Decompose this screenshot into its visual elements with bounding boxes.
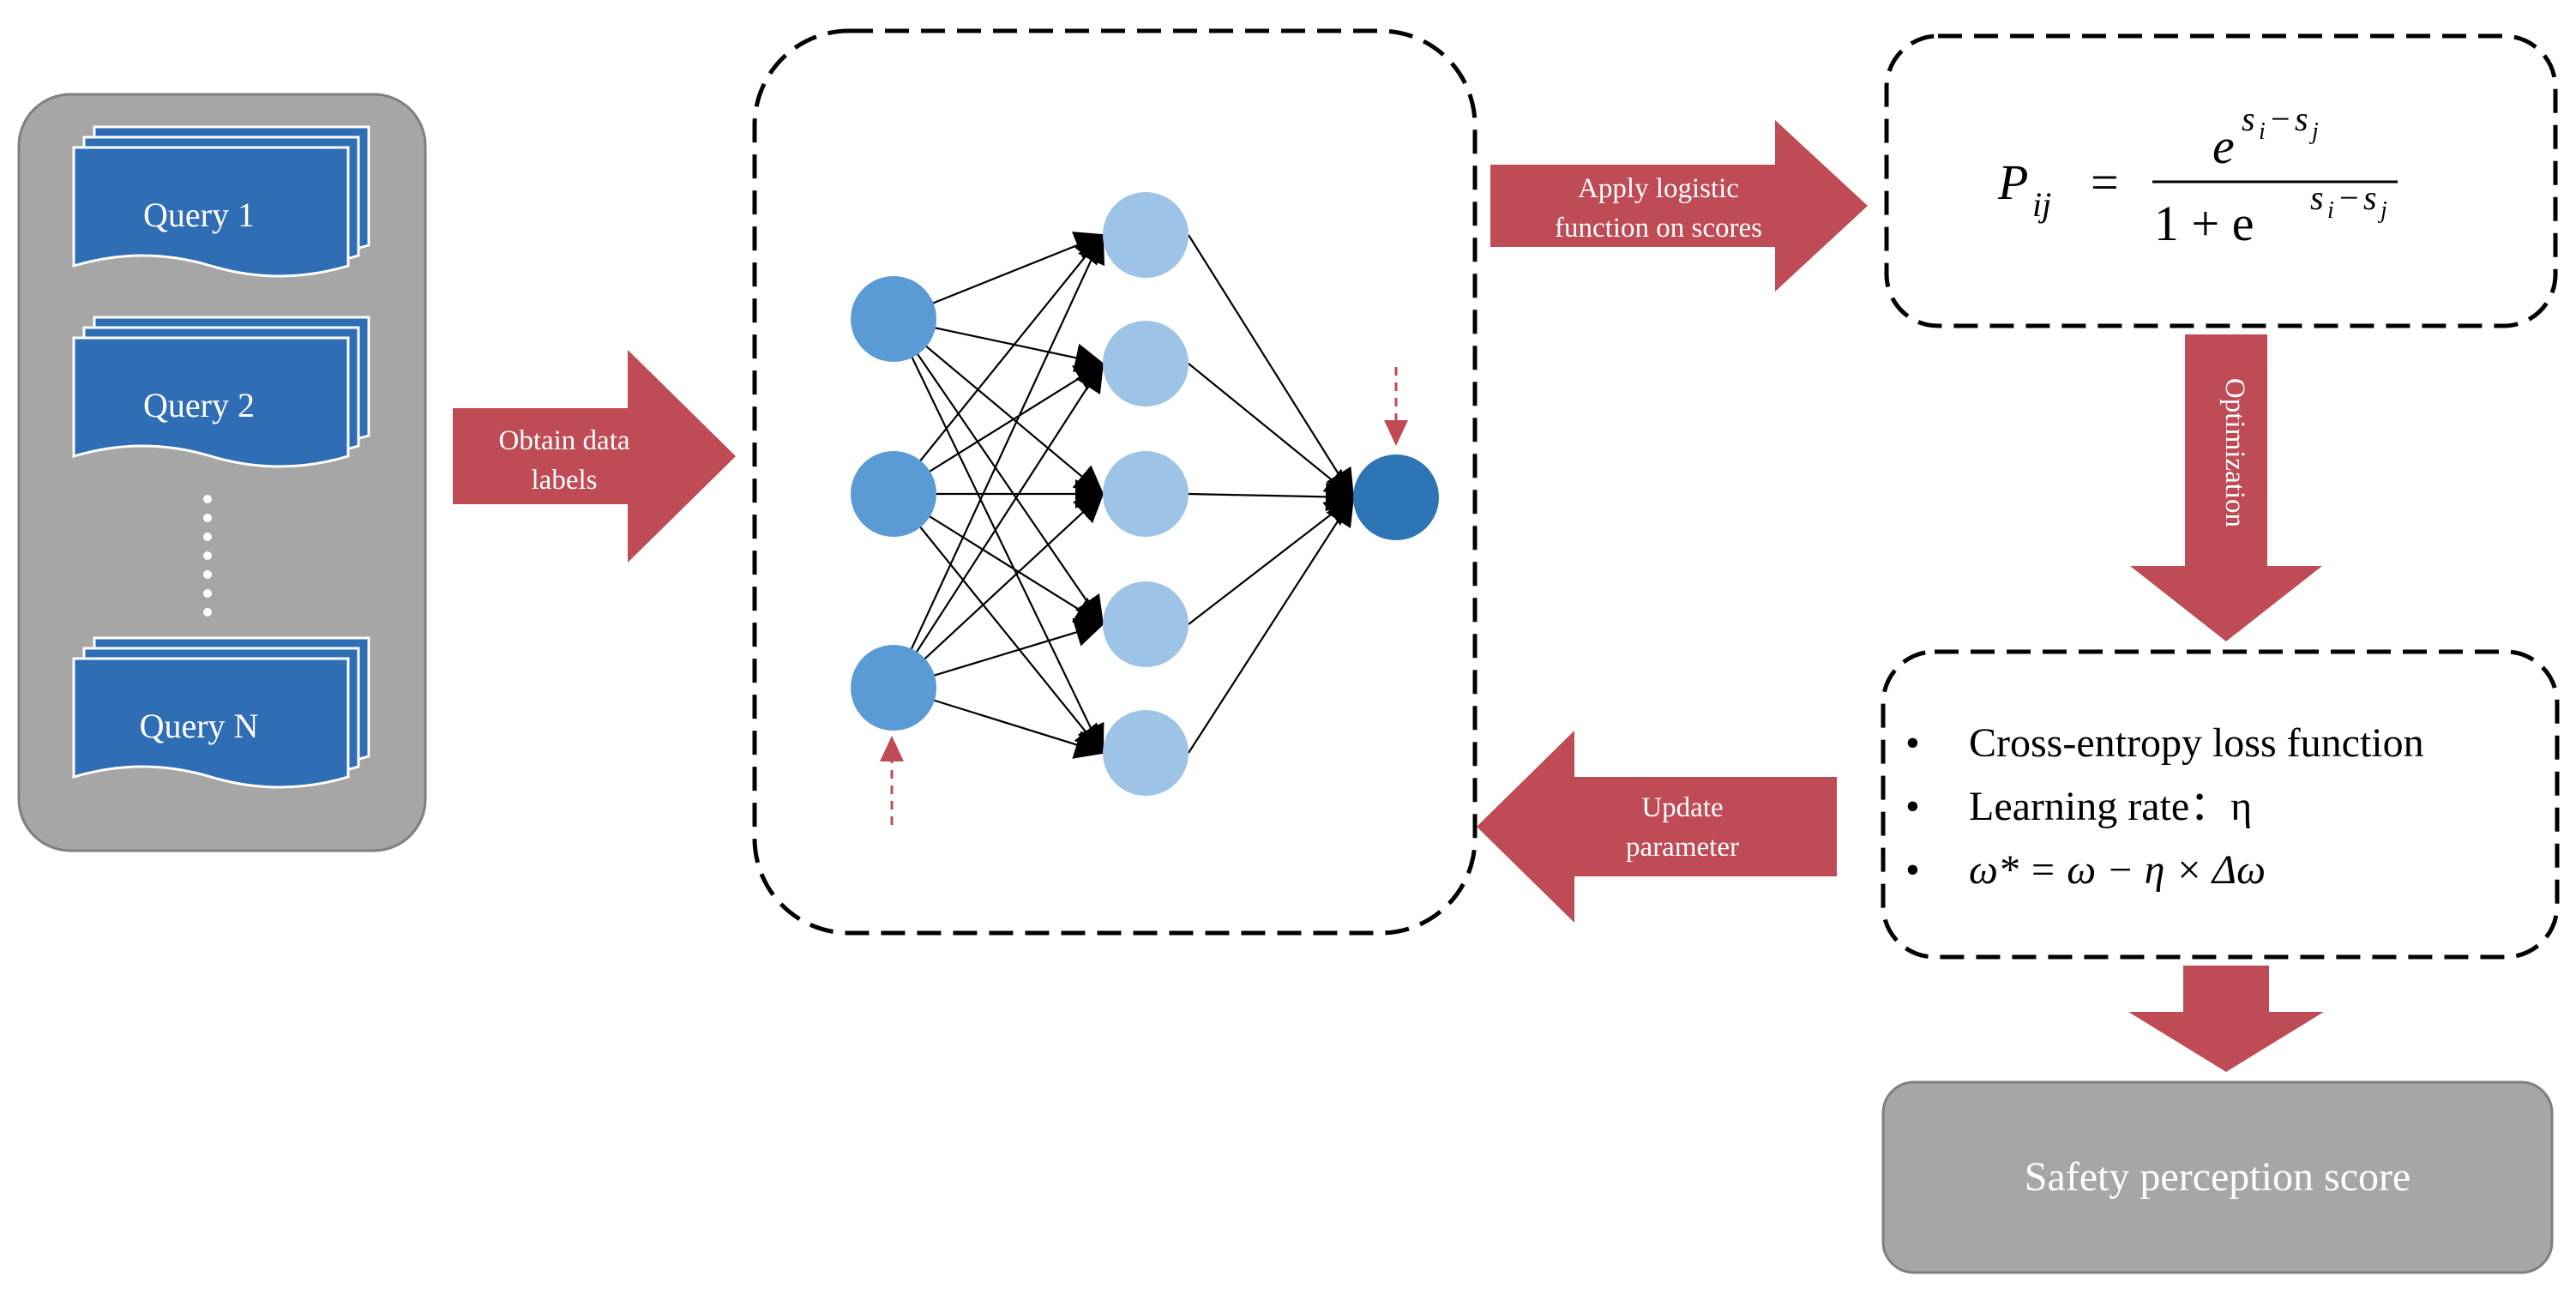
result-arrow: [2128, 966, 2324, 1072]
query-n-label: Query N: [140, 707, 259, 745]
hidden-node: [1103, 192, 1189, 278]
formula-num-exp-s1: s: [2242, 99, 2255, 138]
update-arrow-label-line1: Update: [1641, 792, 1723, 823]
formula-num-e: e: [2212, 118, 2235, 174]
hidden-node: [1103, 710, 1189, 796]
hidden-node: [1103, 451, 1189, 537]
formula-den-exp-s2: s: [2363, 178, 2377, 217]
loss-item-update-rule: ω* = ω − η × Δω: [1969, 847, 2266, 893]
loss-item-learning-rate: Learning rate：η: [1969, 784, 2252, 829]
safety-score-label: Safety perception score: [2025, 1154, 2410, 1200]
apply-arrow-label-line1: Apply logistic: [1578, 173, 1739, 204]
formula-den-1plus-e: 1 + e: [2154, 196, 2254, 251]
bullet-icon: •: [1905, 720, 1920, 766]
input-pointer-arrow: [880, 736, 904, 825]
formula-den-exp-i: i: [2327, 197, 2334, 224]
formula-den-exp-s1: s: [2310, 178, 2324, 217]
optimization-arrow: Optimization: [2130, 334, 2322, 641]
formula-num-exp-i: i: [2259, 118, 2266, 145]
formula-equals: =: [2091, 154, 2119, 210]
formula-den-exp-j: j: [2378, 197, 2387, 224]
apply-arrow-label-line2: function on scores: [1555, 213, 1762, 244]
hidden-node: [1103, 581, 1189, 667]
hidden-node: [1103, 321, 1189, 406]
update-arrow-label-line2: parameter: [1626, 832, 1739, 863]
formula-num-exp-j: j: [2309, 118, 2319, 145]
query-1-label: Query 1: [143, 196, 255, 234]
update-parameter-arrow: Update parameter: [1477, 731, 1837, 923]
output-layer: [1353, 454, 1439, 540]
input-node: [851, 276, 936, 362]
bullet-icon: •: [1905, 847, 1920, 893]
neural-network-panel: [752, 28, 1478, 936]
safety-score-box: Safety perception score: [1881, 1080, 2554, 1274]
apply-logistic-arrow: Apply logistic function on scores: [1490, 120, 1868, 292]
loss-item-cross-entropy: Cross-entropy loss function: [1969, 720, 2424, 766]
formula-lhs-p: P: [1997, 154, 2028, 210]
formula-num-exp-s2: s: [2295, 99, 2308, 138]
input-node: [851, 451, 936, 537]
hidden-layer: [1103, 192, 1189, 796]
query-n-stack: Query N: [72, 636, 370, 789]
input-layer: [851, 276, 936, 731]
input-node: [851, 645, 936, 731]
output-pointer-arrow: [1384, 367, 1408, 446]
loss-details-list: • Cross-entropy loss function • Learning…: [1905, 720, 2424, 893]
vertical-ellipsis-icon: [203, 495, 212, 617]
formula-den-exp-minus: −: [2339, 178, 2359, 217]
obtain-arrow-label-line2: labels: [532, 465, 598, 496]
formula-lhs-sub: ij: [2032, 185, 2051, 224]
formula-num-exp-minus: −: [2271, 99, 2290, 138]
query-2-label: Query 2: [143, 386, 255, 424]
query-1-stack: Query 1: [72, 125, 370, 278]
optimization-arrow-label: Optimization: [2219, 378, 2250, 527]
logistic-formula-box: [1884, 33, 2558, 328]
obtain-arrow-label-line1: Obtain data: [498, 425, 629, 456]
obtain-data-labels-arrow: Obtain data labels: [453, 350, 736, 563]
logistic-formula: P ij = e s i − s j 1 + e s i − s j: [1997, 99, 2398, 251]
bullet-icon: •: [1905, 784, 1920, 829]
query-2-stack: Query 2: [72, 316, 370, 468]
output-node: [1353, 454, 1439, 540]
